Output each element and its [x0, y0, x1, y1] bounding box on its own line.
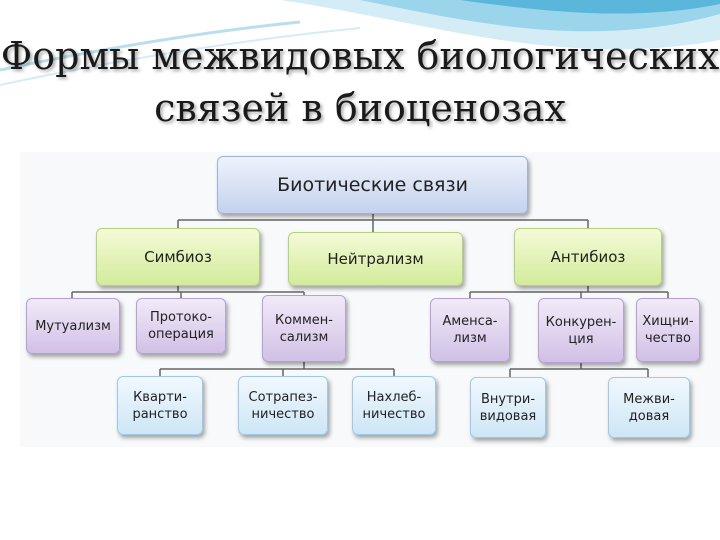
node-protocooperation: Протоко- операция: [136, 298, 226, 354]
node-interspecific: Межви- довая: [608, 377, 690, 438]
node-predation: Хищни- чество: [636, 298, 700, 362]
node-neutralism: Нейтрализм: [288, 232, 463, 286]
node-table-sharing: Сотрапез- ничество: [238, 376, 328, 435]
node-symbiosis: Симбиоз: [96, 228, 260, 286]
header-wave-decoration: [0, 0, 720, 86]
node-mutualism: Мутуализм: [26, 298, 120, 354]
node-commensalism: Коммен- сализм: [262, 295, 346, 362]
node-amensalism: Аменса- лизм: [430, 298, 510, 362]
page-title: Формы межвидовых биологических связей в …: [0, 30, 720, 134]
node-tenancy: Кварти- ранство: [117, 376, 203, 435]
node-antibiosis: Антибиоз: [514, 228, 662, 286]
title-line-1: Формы межвидовых биологических: [0, 34, 720, 78]
node-biotic-relations: Биотические связи: [217, 156, 528, 214]
title-line-2: связей в биоценозах: [154, 86, 566, 130]
node-intraspecific: Внутри- видовая: [470, 377, 546, 438]
node-competition: Конкурен- ция: [538, 298, 624, 363]
node-freeloading: Нахлеб- ничество: [352, 376, 436, 435]
